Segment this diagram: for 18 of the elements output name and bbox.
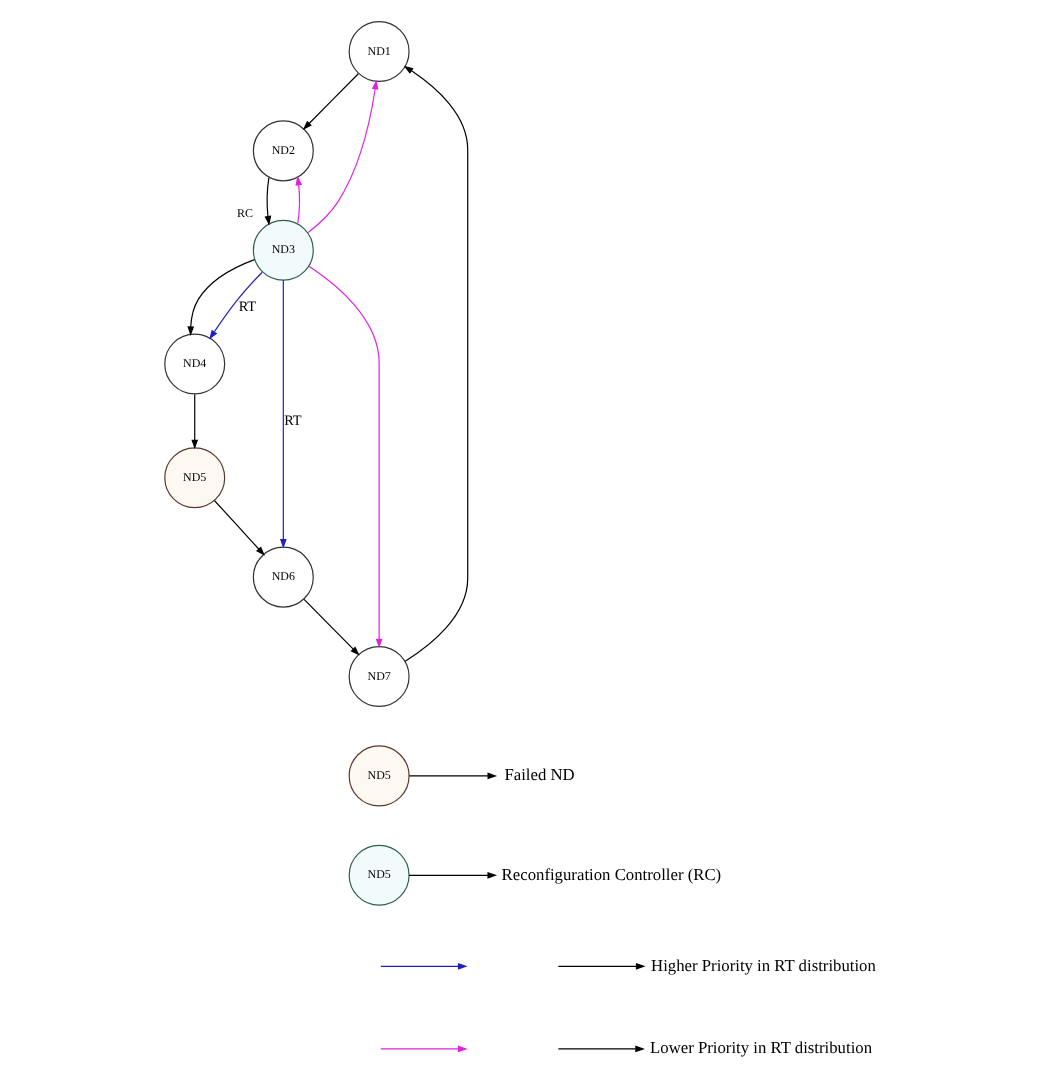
- arrow: [402, 65, 468, 662]
- legend-label: Lower Priority in RT distribution: [649, 1039, 872, 1058]
- arrow: [294, 175, 302, 225]
- arrow: [307, 265, 382, 649]
- arrow: [190, 393, 198, 450]
- arrow: [302, 598, 359, 656]
- arrow: [407, 871, 497, 879]
- arrow: [278, 279, 286, 549]
- arrow: [263, 176, 271, 226]
- arrow: [208, 271, 262, 340]
- node-text: Failed ND: [503, 766, 574, 785]
- arrow: [306, 79, 378, 234]
- node-text: Reconfiguration Controller (RC): [500, 865, 721, 884]
- arrow: [301, 73, 358, 130]
- legend-label: Higher Priority in RT distribution: [650, 956, 875, 975]
- arrow: [186, 259, 255, 336]
- arrow: [407, 772, 497, 780]
- arrow: [212, 499, 264, 556]
